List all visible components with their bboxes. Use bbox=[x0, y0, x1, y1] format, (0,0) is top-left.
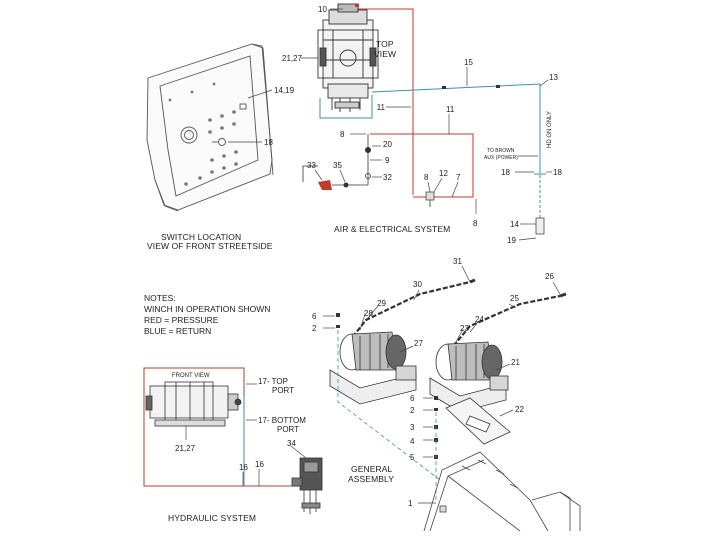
callout-32: 32 bbox=[383, 173, 392, 182]
callout-13: 13 bbox=[549, 73, 558, 82]
callout-17-top-line2: PORT bbox=[272, 386, 294, 395]
callout-28: 28 bbox=[364, 309, 373, 318]
callout-3: 3 bbox=[410, 423, 415, 432]
callout-11-right: 11 bbox=[446, 105, 455, 114]
callout-18-switch: 18 bbox=[264, 138, 273, 147]
callout-17-top-line1: 17- TOP bbox=[258, 377, 288, 386]
callout-7: 7 bbox=[456, 173, 461, 182]
callout-8-bottom: 8 bbox=[473, 219, 478, 228]
leader-14-19 bbox=[247, 89, 273, 99]
fastener-stack-left bbox=[336, 313, 340, 328]
label-hd-gn-only: HD GN ONLY bbox=[547, 111, 553, 148]
caption-general-assembly-line2: ASSEMBLY bbox=[348, 474, 394, 484]
component-8-12 bbox=[425, 191, 435, 201]
callout-20: 20 bbox=[383, 140, 392, 149]
caption-air-electrical: AIR & ELECTRICAL SYSTEM bbox=[334, 224, 450, 234]
caption-top-view-line2: VIEW bbox=[374, 49, 396, 59]
callout-1: 1 bbox=[408, 499, 413, 508]
callout-9: 9 bbox=[385, 156, 390, 165]
switch-panel-drawing bbox=[146, 43, 274, 212]
callout-14: 14 bbox=[510, 220, 519, 229]
callout-31: 31 bbox=[453, 257, 462, 266]
callout-16-left: 16 bbox=[239, 463, 248, 472]
callout-12: 12 bbox=[439, 169, 448, 178]
caption-top-view-line1: TOP bbox=[376, 39, 394, 49]
caption-switch-location-line1: SWITCH LOCATION bbox=[161, 232, 241, 242]
callout-33: 33 bbox=[307, 161, 316, 170]
callout-6-left: 6 bbox=[312, 312, 317, 321]
callout-18-right: 18 bbox=[553, 168, 562, 177]
callout-23: 23 bbox=[460, 324, 469, 333]
component-14 bbox=[535, 217, 545, 235]
notes-line-blue: BLUE = RETURN bbox=[144, 326, 211, 336]
callout-2-left: 2 bbox=[312, 324, 317, 333]
callout-16-right: 16 bbox=[255, 460, 264, 469]
callout-2-right: 2 bbox=[410, 406, 415, 415]
callout-26: 26 bbox=[545, 272, 554, 281]
notes-line-operation: WINCH IN OPERATION SHOWN bbox=[144, 304, 270, 314]
return-loop-valve bbox=[319, 95, 373, 119]
winch-27 bbox=[329, 331, 417, 405]
fitting-10 bbox=[355, 4, 359, 7]
callout-27: 27 bbox=[414, 339, 423, 348]
mounting-plate-22 bbox=[445, 397, 511, 445]
component-20 bbox=[365, 147, 371, 153]
winch-front-view bbox=[145, 381, 242, 427]
guide-line-left bbox=[337, 330, 441, 481]
pressure-line-main bbox=[345, 8, 414, 195]
callout-15: 15 bbox=[464, 58, 473, 67]
callout-21-27-top: 21,27 bbox=[282, 54, 303, 63]
callout-4: 4 bbox=[410, 437, 415, 446]
callout-29: 29 bbox=[377, 299, 386, 308]
callout-17-bottom-line2: PORT bbox=[277, 425, 299, 434]
callout-25: 25 bbox=[510, 294, 519, 303]
return-line-15 bbox=[371, 83, 541, 170]
caption-switch-location-line2: VIEW OF FRONT STREETSIDE bbox=[147, 241, 273, 251]
callout-5: 5 bbox=[410, 453, 415, 462]
label-to-brown-line1: TO BROWN bbox=[487, 148, 515, 154]
callout-19: 19 bbox=[507, 236, 516, 245]
callout-8-top: 8 bbox=[340, 130, 345, 139]
label-to-brown-line2: AUX (POWER) bbox=[484, 155, 518, 161]
control-valve-34 bbox=[291, 457, 323, 514]
caption-general-assembly-line1: GENERAL bbox=[351, 464, 392, 474]
callout-6-right: 6 bbox=[410, 394, 415, 403]
winch-21 bbox=[429, 341, 509, 413]
callout-22: 22 bbox=[515, 405, 524, 414]
caption-front-view: FRONT VIEW bbox=[172, 373, 210, 379]
trailer-frame bbox=[423, 451, 581, 532]
callout-18-left: 18 bbox=[501, 168, 510, 177]
callout-35: 35 bbox=[333, 161, 342, 170]
notes-heading: NOTES: bbox=[144, 293, 176, 303]
callout-34: 34 bbox=[287, 439, 296, 448]
caption-hydraulic-system: HYDRAULIC SYSTEM bbox=[168, 513, 256, 523]
notes-line-red: RED = PRESSURE bbox=[144, 315, 219, 325]
winch-top-view bbox=[317, 3, 379, 112]
pressure-line-branch bbox=[370, 133, 474, 198]
callout-10: 10 bbox=[318, 5, 327, 14]
callout-30: 30 bbox=[413, 280, 422, 289]
callout-17-bottom-line1: 17- BOTTOM bbox=[258, 416, 306, 425]
valve-33 bbox=[318, 180, 332, 190]
callout-21: 21 bbox=[511, 358, 520, 367]
callout-11-left: 11 bbox=[377, 103, 386, 112]
callout-14-19: 14,19 bbox=[274, 86, 295, 95]
callout-24: 24 bbox=[475, 315, 484, 324]
callout-8-mid: 8 bbox=[424, 173, 429, 182]
callout-21-27-front: 21,27 bbox=[175, 444, 196, 453]
